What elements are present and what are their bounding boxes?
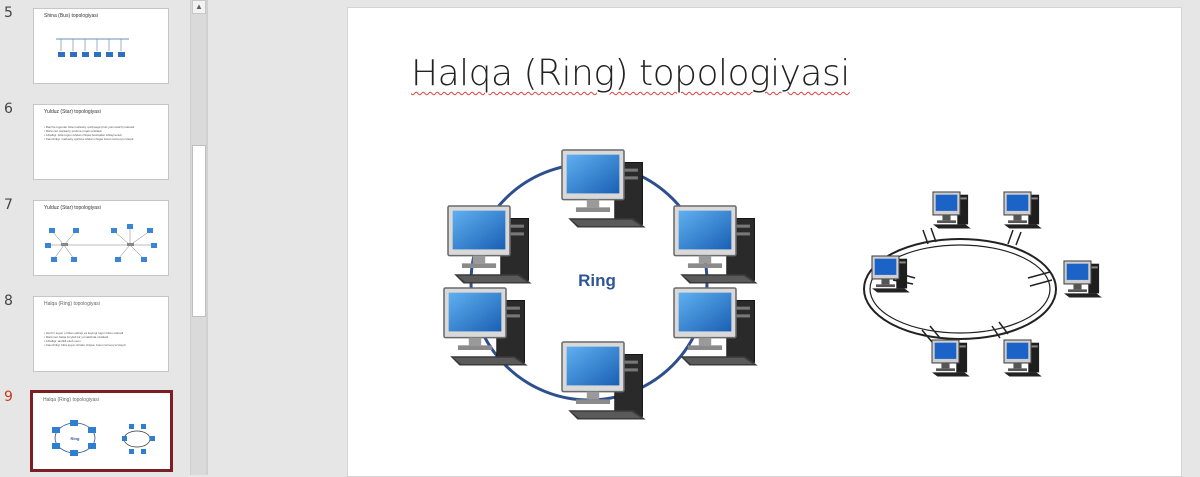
ring-computer-lower-right	[673, 287, 759, 367]
thumbnail-title: Yulduz (Star) topologiyasi	[44, 205, 101, 211]
slide-canvas[interactable]: Halqa (Ring) topologiyasi	[347, 7, 1182, 477]
ring-computer-upper-left	[447, 205, 533, 285]
slide-thumbnail-5[interactable]: Shina (Bus) topologiyasi	[33, 8, 169, 84]
slide-thumbnail-pane: 5 Shina (Bus) topologiyasi 6 Yulduz (Sta…	[0, 0, 192, 475]
thumbnail-ring-label: Ring	[71, 436, 80, 441]
ring2-computer-top-right	[1003, 191, 1043, 230]
ring2-computer-right	[1063, 260, 1103, 299]
slide-thumbnail-7[interactable]: Yulduz (Star) topologiyasi	[33, 200, 169, 276]
thumbnail-body: • Har bir tugun o'zidan oldingi va keyin…	[44, 331, 156, 347]
thumbnail-title: Yulduz (Star) topologiyasi	[44, 109, 101, 115]
thumbnail-bullet: • Ma'lumot markaziy qurilma orqali uzati…	[44, 129, 102, 133]
ring-computer-top	[561, 149, 647, 229]
star-topology-diagram	[45, 224, 157, 262]
scroll-thumb[interactable]	[192, 145, 206, 317]
ring2-computer-bottom-left	[931, 339, 971, 378]
slide-number-6: 6	[4, 101, 13, 117]
bus-topology-diagram	[56, 38, 129, 57]
ring-computer-upper-right	[673, 205, 759, 285]
thumbnail-bullet: • Har bir tugun o'zidan oldingi va keyin…	[44, 331, 124, 335]
scroll-up-arrow-icon[interactable]: ▲	[192, 0, 206, 14]
slide-thumbnail-8[interactable]: Halqa (Ring) topologiyasi • Har bir tugu…	[33, 296, 169, 372]
ring2-computer-bottom-right	[1003, 339, 1043, 378]
ring-topology-mini-diagram: Ring	[52, 420, 155, 456]
thumbnail-bullet: • Barcha tugunlar bitta markaziy qurilma…	[44, 125, 135, 129]
ring2-computer-left	[871, 255, 911, 294]
ring-computer-lower-left	[443, 287, 529, 367]
thumbnail-bullet: • Afzalligi: tashkil etish oson	[44, 339, 81, 343]
slide-number-9: 9	[4, 389, 13, 405]
thumbnail-scrollbar[interactable]: ▲	[190, 0, 207, 475]
thumbnail-bullet: • Ma'lumot halqa bo'ylab bir yo'nalishda…	[44, 335, 109, 339]
thumbnail-bullet: • Kamchiligi: markaziy qurilma ishdan ch…	[44, 137, 134, 141]
ring-cable-outline	[863, 238, 1057, 340]
thumbnail-bullet: • Afzalligi: bitta tugun ishdan chiqsa b…	[44, 133, 122, 137]
ring-computer-bottom	[561, 341, 647, 421]
thumbnail-title: Halqa (Ring) topologiyasi	[43, 397, 99, 403]
slide-number-5: 5	[4, 5, 13, 21]
pane-divider[interactable]	[206, 0, 208, 475]
thumbnail-title: Halqa (Ring) topologiyasi	[44, 301, 100, 307]
ring-label: Ring	[578, 271, 616, 290]
thumbnail-body: • Barcha tugunlar bitta markaziy qurilma…	[44, 125, 156, 141]
slide-number-8: 8	[4, 293, 13, 309]
ring-topology-diagram: Ring	[443, 149, 1103, 421]
slide-title[interactable]: Halqa (Ring) topologiyasi	[411, 53, 850, 94]
ring2-computer-top-left	[932, 191, 972, 230]
slide-thumbnail-6[interactable]: Yulduz (Star) topologiyasi • Barcha tugu…	[33, 104, 169, 180]
thumbnail-bullet: • Kamchiligi: bitta tugun ishdan chiqsa,…	[44, 343, 126, 347]
slide-thumbnail-9[interactable]: Halqa (Ring) topologiyasi Ring	[30, 390, 173, 472]
thumbnail-title: Shina (Bus) topologiyasi	[44, 13, 98, 19]
slide-number-7: 7	[4, 197, 13, 213]
